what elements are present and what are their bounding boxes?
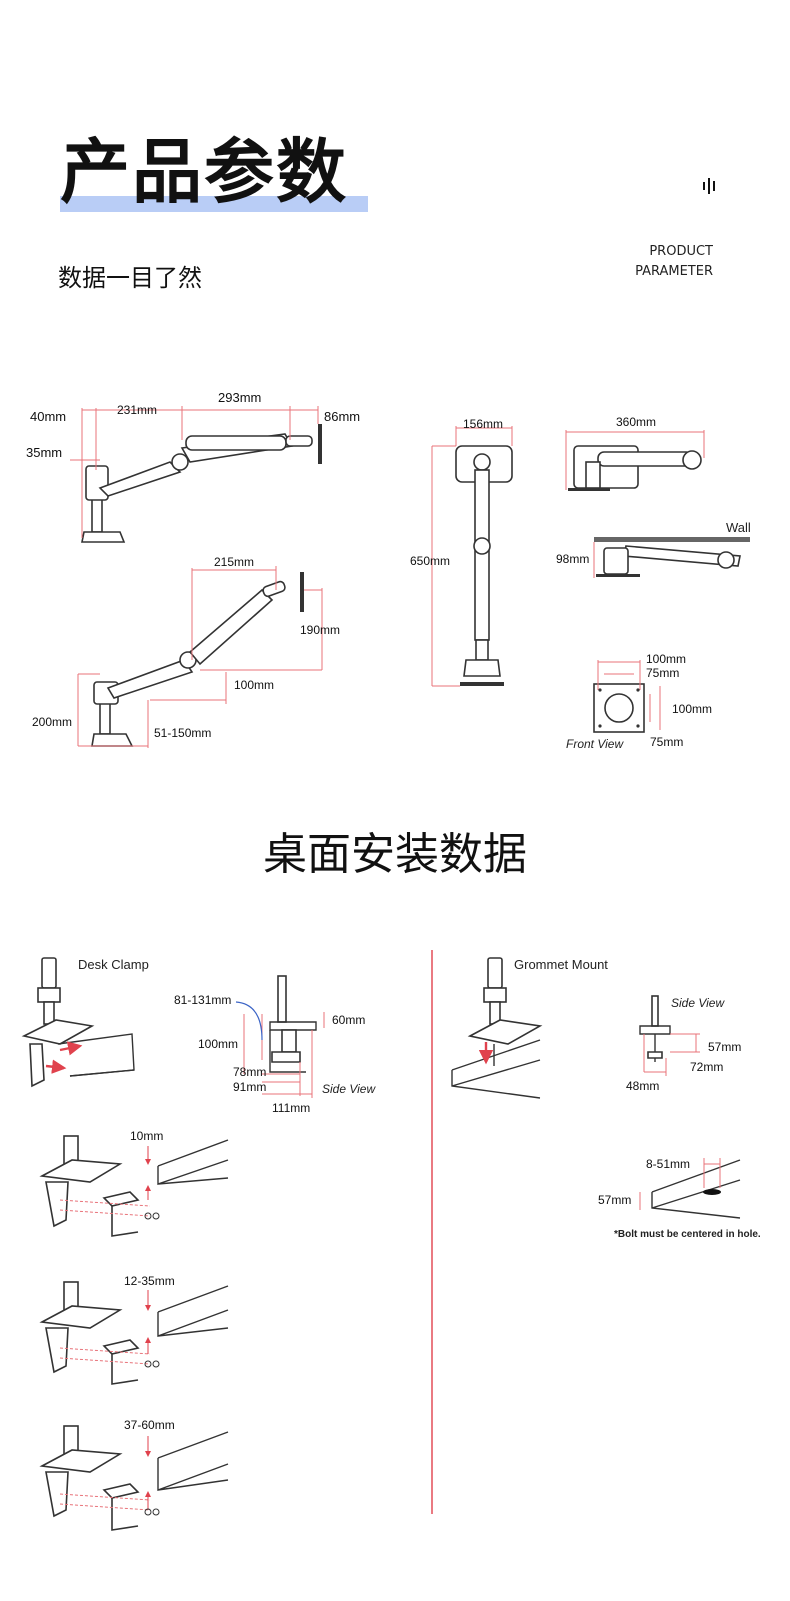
- clamp-step-2: 12-35mm: [39, 1274, 229, 1385]
- dim-650mm: 650mm: [410, 554, 450, 568]
- title-block: 产品参数: [60, 128, 380, 218]
- front-view-label: Front View: [566, 737, 624, 751]
- desk-clamp-title: Desk Clamp: [78, 957, 149, 972]
- clamp-step2-label: 12-35mm: [124, 1274, 175, 1288]
- arm-top-view: 360mm: [565, 415, 705, 491]
- clamp-step-1: 10mm: [39, 1129, 229, 1237]
- dim-40mm: 40mm: [30, 409, 66, 424]
- dim-72mm: 72mm: [690, 1060, 723, 1074]
- bar-tick-icon: [702, 178, 716, 199]
- dim-86mm: 86mm: [324, 409, 360, 424]
- vesa-100mm-right: 100mm: [672, 702, 712, 716]
- arm-side-view-raised: 215mm 190mm 100mm 200mm 51-150mm: [32, 555, 340, 748]
- dim-156mm: 156mm: [463, 417, 503, 431]
- desk-clamp-side-view-label: Side View: [322, 1082, 376, 1096]
- arm-front-view: 156mm 650mm: [410, 417, 513, 687]
- wall-label: Wall: [726, 520, 751, 535]
- vesa-75mm-right: 75mm: [650, 735, 683, 749]
- arm-side-view-extended: 40mm 35mm 231mm 293mm 86mm: [26, 390, 360, 543]
- dim-35mm: 35mm: [26, 445, 62, 460]
- clamp-step3-label: 37-60mm: [124, 1418, 175, 1432]
- vesa-plate-front-view: 100mm 75mm 100mm 75mm Front View: [566, 652, 712, 751]
- dim-100mm: 100mm: [234, 678, 274, 692]
- english-title-line1: PRODUCT: [649, 244, 713, 259]
- dim-190mm: 190mm: [300, 623, 340, 637]
- dim-98mm: 98mm: [556, 552, 589, 566]
- bolt-note: *Bolt must be centered in hole.: [614, 1229, 761, 1240]
- title-highlight-bar: [60, 196, 368, 212]
- dim-57mm-grommet: 57mm: [708, 1040, 741, 1054]
- clamp-step-3: 37-60mm: [39, 1418, 229, 1531]
- dim-57mm-desk: 57mm: [598, 1193, 631, 1207]
- dim-215mm: 215mm: [214, 555, 254, 569]
- dim-91mm: 91mm: [233, 1080, 266, 1094]
- dim-360mm: 360mm: [616, 415, 656, 429]
- clamp-step1-label: 10mm: [130, 1129, 163, 1143]
- arm-wall-view: Wall 98mm: [556, 520, 751, 578]
- dim-51-150mm: 51-150mm: [154, 726, 211, 740]
- page-subtitle: 数据一目了然: [58, 264, 202, 292]
- grommet-title: Grommet Mount: [514, 957, 608, 972]
- dim-8-51mm: 8-51mm: [646, 1157, 690, 1171]
- dim-78mm: 78mm: [233, 1065, 266, 1079]
- dim-48mm: 48mm: [626, 1079, 659, 1093]
- dim-81-131mm: 81-131mm: [174, 993, 231, 1007]
- grommet-side-view-label: Side View: [671, 996, 725, 1010]
- section-title: 桌面安装数据: [263, 829, 527, 880]
- dim-100mm-clamp: 100mm: [198, 1037, 238, 1051]
- dim-231mm: 231mm: [117, 403, 157, 417]
- page-title: 产品参数: [60, 131, 348, 213]
- grommet-mount-diagram: Grommet Mount Side View 57mm 72mm 48mm 8…: [451, 957, 761, 1240]
- vesa-75mm-top: 75mm: [646, 666, 679, 680]
- dim-293mm: 293mm: [218, 390, 261, 405]
- dim-200mm: 200mm: [32, 715, 72, 729]
- vesa-100mm-top: 100mm: [646, 652, 686, 666]
- english-title-line2: PARAMETER: [635, 264, 713, 279]
- dim-111mm: 111mm: [272, 1101, 310, 1115]
- desk-clamp-diagram: Desk Clamp 81-131mm 60mm 100mm 78mm 91mm…: [21, 957, 376, 1115]
- dim-60mm: 60mm: [332, 1013, 365, 1027]
